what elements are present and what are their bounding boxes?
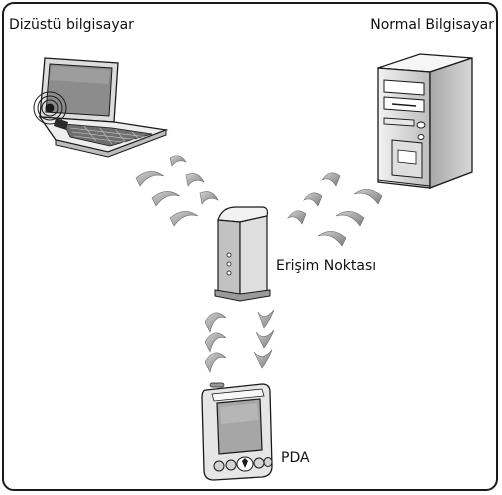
diagram-frame bbox=[2, 2, 498, 491]
access-point-icon bbox=[214, 206, 271, 302]
pda-icon bbox=[201, 382, 273, 481]
desktop-computer-label: Normal Bilgisayar bbox=[370, 17, 494, 33]
desktop-computer-icon bbox=[377, 53, 473, 189]
wireless-waves-laptop bbox=[135, 155, 219, 227]
wireless-waves-desktop bbox=[287, 172, 383, 247]
wireless-signal-icon bbox=[33, 91, 67, 125]
laptop-label: Dizüstü bilgisayar bbox=[9, 17, 134, 33]
pda-label: PDA bbox=[281, 450, 310, 466]
access-point-label: Erişim Noktası bbox=[276, 258, 377, 274]
laptop-icon bbox=[33, 57, 169, 158]
wireless-waves-pda bbox=[204, 309, 275, 373]
